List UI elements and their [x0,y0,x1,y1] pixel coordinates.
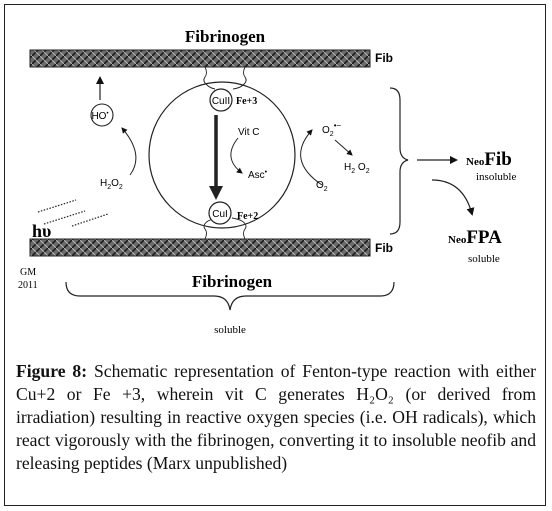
h2o2-left-label: H2O2 [100,178,123,191]
insoluble-label: insoluble [476,171,516,183]
vitc-label: Vit C [238,127,260,138]
neofib-label: NeoFib [466,149,512,170]
bottom-fibrinogen-label: Fibrinogen [192,272,273,291]
right-brace [389,87,409,235]
bottom-fib-label: Fib [375,241,393,255]
caption-text: Schematic representation of Fenton-type … [16,361,536,473]
hydroxyl-label: HO• [91,111,108,122]
top-fibrinogen-label: Fibrinogen [185,27,266,46]
bottom-brace [65,281,395,311]
fe2-label: Fe+2 [237,211,258,222]
neofpa-label: NeoFPA [448,227,502,248]
h2o2-to-hydroxyl-curve [121,127,137,176]
figure-caption: Figure 8: Schematic representation of Fe… [16,360,536,475]
hydroxyl-node [90,103,114,127]
to-neofpa-arrow [431,179,475,216]
cu1-node [208,201,232,225]
bottom-fibrin-band [29,238,371,257]
vitc-curve [230,137,243,174]
soluble-right-label: soluble [468,253,500,265]
reduction-arrow-head [209,186,223,200]
o2-label: O2 [316,180,328,193]
top-attachment-squiggle [203,66,247,90]
soluble-bottom-label: soluble [214,324,246,336]
fe3-label: Fe+3 [236,96,257,107]
top-fibrin-band [29,49,371,68]
initials-label: GM [20,267,36,278]
o2-radical-to-h2o2-arrow [334,139,353,156]
cu2-node [209,88,233,112]
figure-frame [4,4,546,506]
cu2-label: CuII [212,96,230,107]
cu1-label: CuI [212,209,228,220]
o2-radical-label: O2•− [322,121,342,138]
caption-label: Figure 8: [16,361,88,381]
h2o2-right-label: H2 O2 [344,162,370,175]
fenton-diagram: Fibrinogen Fib Fib Fibrinogen CuII Fe+3 … [18,27,516,336]
light-rays [37,199,109,227]
asc-label: Asc• [248,169,268,181]
o2-cycle-curve [300,129,323,186]
hv-label: hυ [32,221,51,241]
top-fib-label: Fib [375,51,393,65]
year-label: 2011 [18,280,38,291]
redox-cycle-circle [148,81,296,229]
